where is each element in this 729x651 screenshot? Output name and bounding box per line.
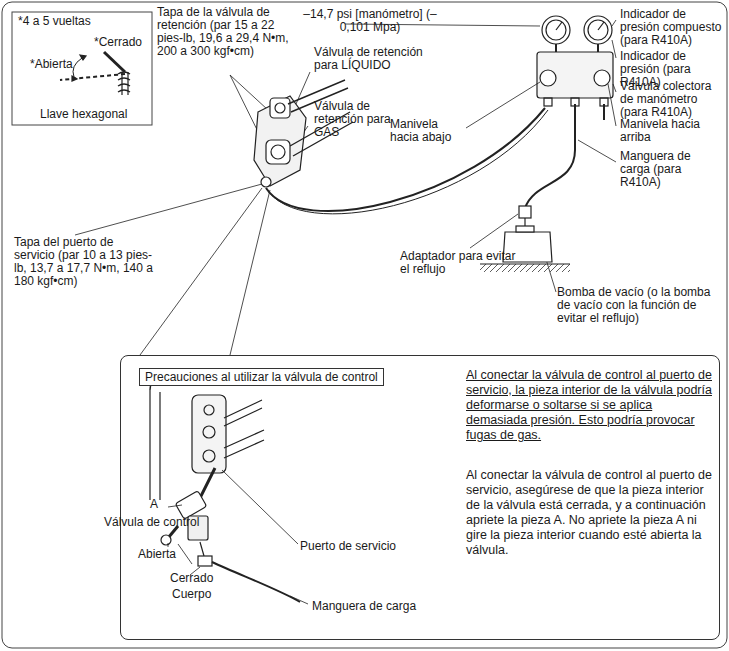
part-label: Cerrado <box>170 572 230 585</box>
gauge-manifold <box>537 16 613 106</box>
node-text: *4 a 5 vueltas <box>18 15 91 28</box>
part-label: Cuerpo <box>172 588 232 601</box>
part-label: Válvula de retención para LÍQUIDO <box>314 46 444 72</box>
part-label: Manivela hacia abajo <box>390 118 466 144</box>
node-text: Al conectar la válvula de control al pue… <box>466 468 716 558</box>
node-text: *Cerrado <box>94 36 142 49</box>
part-label: Manguera de carga <box>312 600 442 613</box>
inset-valve <box>150 380 308 604</box>
part-label: Tapa del puerto de servicio (par 10 a 13… <box>14 236 154 288</box>
heading-text: Precauciones al utilizar la válvula de c… <box>145 370 378 384</box>
part-label: Válvula de control <box>104 516 214 529</box>
part-label: Abierta <box>138 548 198 561</box>
node-text: Llave hexagonal <box>40 108 127 121</box>
part-label: Válvula de retención para GAS <box>314 100 394 139</box>
part-label: Bomba de vacío (o la bomba de vacío con … <box>557 286 723 325</box>
part-label: Tapa de la válvula de retención (par 15 … <box>157 6 299 58</box>
part-label: Manivela hacia arriba <box>620 118 720 144</box>
hex-key-box: *4 a 5 vueltas*Cerrado *AbiertaLlave hexa… <box>12 12 152 125</box>
node-text: *Abierta <box>30 58 73 71</box>
part-label: A <box>150 498 170 511</box>
part-label: Puerto de servicio <box>300 540 420 553</box>
part-label: Adaptador para evitar el reflujo <box>400 250 520 276</box>
heading-box: Precauciones al utilizar la válvula de c… <box>139 368 384 386</box>
node-text: Al conectar la válvula de control al pue… <box>466 368 716 443</box>
part-label: –14,7 psi [manómetro] (–0,101 Mpa) <box>300 8 440 34</box>
part-label: Manguera de carga (para R410A) <box>620 150 720 189</box>
part-label: Válvula colectora de manómetro (para R41… <box>620 80 724 119</box>
part-label: Indicador de presión compuesto (para R41… <box>620 8 724 47</box>
